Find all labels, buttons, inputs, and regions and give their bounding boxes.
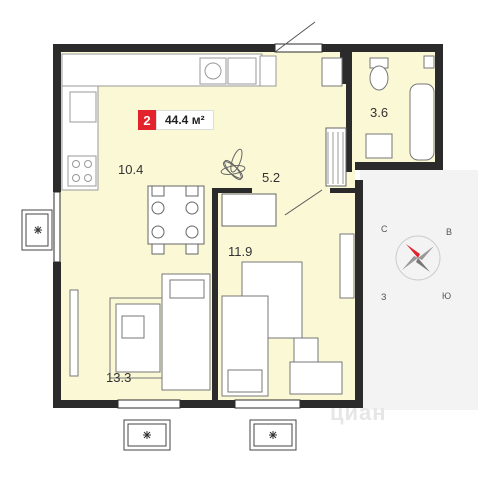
bedroom-door xyxy=(284,189,323,216)
wall-partition xyxy=(212,192,218,400)
room-label-bathroom: 3.6 xyxy=(370,105,389,120)
burner xyxy=(72,160,80,168)
living-furniture xyxy=(69,273,211,391)
wall-partition-top-2 xyxy=(330,188,355,193)
area-badge: 2 44.4 м² xyxy=(138,110,214,130)
compass-north-needle xyxy=(406,244,420,258)
room-label-hall: 5.2 xyxy=(262,170,281,185)
wall-bath-left xyxy=(346,52,352,172)
coffee-table xyxy=(121,315,145,339)
chair xyxy=(151,201,165,215)
kitchen-counter xyxy=(61,53,277,191)
burner xyxy=(84,174,92,182)
chair xyxy=(185,225,199,239)
desk xyxy=(289,361,343,395)
windows xyxy=(53,43,323,409)
entry-door xyxy=(274,21,316,53)
desk-chair xyxy=(293,337,319,363)
compass-east-label: В xyxy=(446,227,453,237)
bathroom-fixtures xyxy=(321,55,435,161)
compass-north-label: С xyxy=(381,224,388,234)
shoe-cabinet xyxy=(221,193,277,227)
outside-area xyxy=(360,170,478,410)
wall-top-left xyxy=(53,44,275,52)
radiator-marks xyxy=(34,226,277,439)
star-icon xyxy=(269,431,277,439)
wall-bottom-3 xyxy=(300,400,362,408)
wall-left-lower xyxy=(53,262,61,408)
washbasin xyxy=(365,133,393,159)
chair xyxy=(151,185,165,197)
boiler xyxy=(259,55,277,87)
wall-right xyxy=(355,180,363,408)
star-icon xyxy=(143,431,151,439)
bedroom-furniture xyxy=(221,233,355,397)
wall-top-right xyxy=(322,44,442,52)
dining-set xyxy=(147,185,205,255)
chair xyxy=(185,185,199,197)
chair xyxy=(151,243,165,255)
pillow xyxy=(227,369,263,393)
chair xyxy=(185,201,199,215)
sofa-cushion xyxy=(169,279,205,299)
compass-west-label: З xyxy=(381,292,387,302)
wardrobe xyxy=(325,127,347,187)
window-top xyxy=(274,43,323,53)
wall-left-upper xyxy=(53,44,61,192)
chair xyxy=(185,243,199,255)
wall-right-bath xyxy=(435,44,443,170)
total-area: 44.4 м² xyxy=(156,110,214,130)
window-bottom-left xyxy=(117,399,181,409)
sink xyxy=(69,91,97,123)
compass-west-needle xyxy=(402,256,418,270)
plant-icon xyxy=(220,148,246,181)
star-icon xyxy=(34,226,42,234)
watermark: циан xyxy=(330,400,387,425)
bathtub xyxy=(409,83,435,161)
wall-partition-top xyxy=(212,188,252,193)
room-label-kitchen: 10.4 xyxy=(118,162,144,177)
chair xyxy=(151,225,165,239)
hall-wardrobe xyxy=(221,127,347,227)
hob xyxy=(67,155,97,187)
room-label-living: 13.3 xyxy=(106,370,132,385)
compass-icon xyxy=(395,235,441,281)
compass-south-needle xyxy=(416,258,430,272)
towel-rail xyxy=(423,55,435,69)
window-bottom-right xyxy=(234,399,301,409)
compass-east-needle xyxy=(418,246,434,260)
toilet-bowl xyxy=(369,65,389,91)
laundry-box xyxy=(321,57,343,87)
washer-drum xyxy=(204,62,222,80)
burner xyxy=(84,160,92,168)
wall-bath-left-top xyxy=(340,44,346,84)
walls xyxy=(53,44,443,408)
room-count: 2 xyxy=(138,110,156,130)
dishwasher xyxy=(227,57,257,85)
window-left xyxy=(53,191,61,263)
tv-stand xyxy=(69,289,79,377)
wall-bottom-2 xyxy=(180,400,235,408)
compass-south-label: Ю xyxy=(442,291,452,301)
wall-bottom-1 xyxy=(53,400,118,408)
wardrobe-bedroom xyxy=(339,233,355,299)
wall-bath-bottom xyxy=(355,162,443,170)
room-label-bedroom: 11.9 xyxy=(228,244,253,259)
burner xyxy=(72,174,80,182)
